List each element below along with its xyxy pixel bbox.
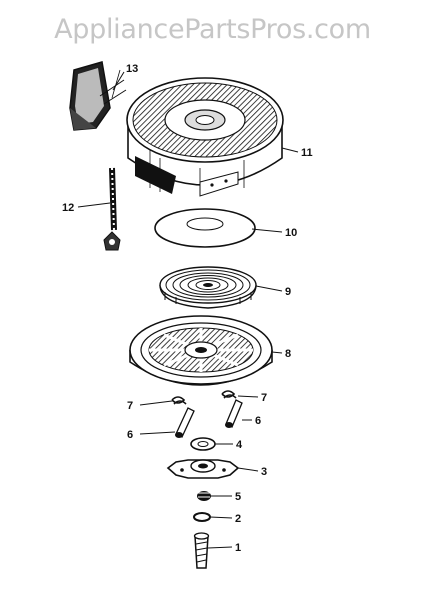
callout-10: 10: [285, 227, 297, 239]
callout-1: 1: [235, 542, 241, 554]
callout-6-left: 6: [127, 429, 133, 441]
rewind-spring: [159, 266, 257, 309]
leader-lines: [77, 71, 299, 549]
callout-6-right: 6: [255, 415, 261, 427]
starter-rope: [103, 167, 121, 251]
dog-spring-right: [221, 390, 237, 399]
washer-upper: [190, 437, 216, 451]
pawl-right: [225, 399, 243, 428]
starter-handle: [69, 61, 127, 131]
dog-spring-left: [171, 396, 187, 405]
callout-4: 4: [236, 439, 243, 451]
callout-7-left: 7: [127, 400, 133, 412]
washer-lower: [193, 512, 211, 522]
rewind-housing: [126, 77, 284, 197]
pawl-left: [175, 407, 195, 438]
callout-12: 12: [62, 202, 74, 214]
callout-7-right: 7: [261, 392, 267, 404]
center-screw: [193, 532, 210, 569]
callout-3: 3: [261, 466, 267, 478]
callout-5: 5: [235, 491, 241, 503]
brake-spring: [197, 491, 211, 501]
watermark-text: AppliancePartsPros.com: [54, 14, 371, 45]
callout-8: 8: [285, 348, 291, 360]
callout-9: 9: [285, 286, 291, 298]
callout-13: 13: [126, 63, 138, 75]
callout-2: 2: [235, 513, 241, 525]
retainer-plate: [166, 459, 240, 479]
spring-plate: [154, 208, 256, 248]
starter-pulley: [129, 315, 273, 386]
callout-11: 11: [301, 147, 313, 159]
